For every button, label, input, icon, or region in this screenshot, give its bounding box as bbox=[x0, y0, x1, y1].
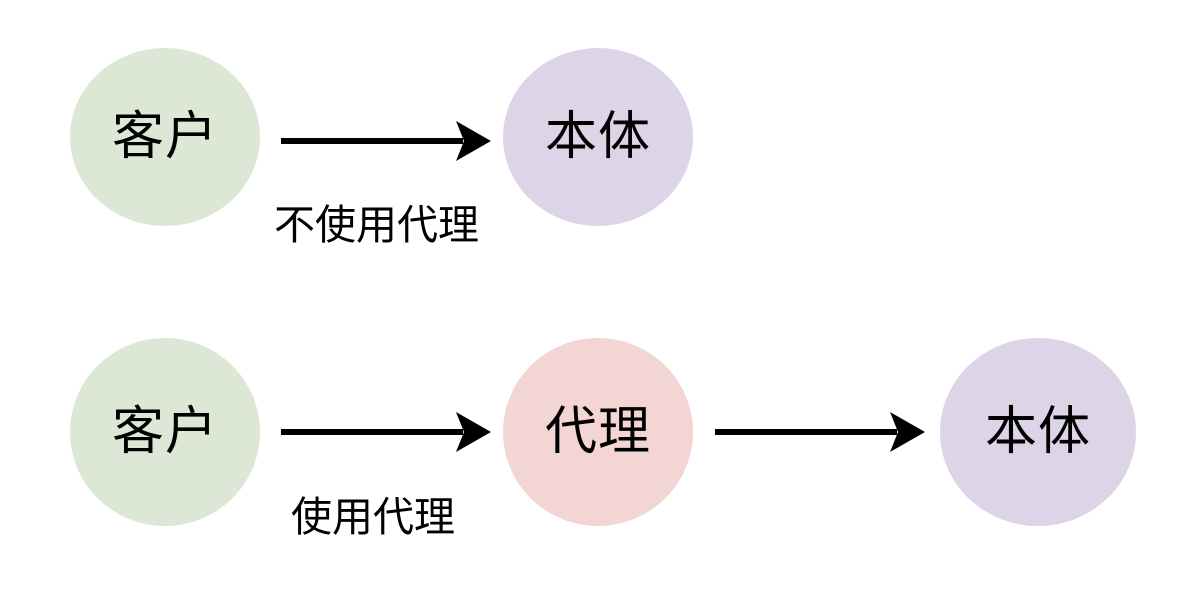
edge-proxy-to-subject bbox=[715, 409, 927, 455]
node-subject-no-proxy[interactable]: 本体 bbox=[503, 48, 693, 226]
edge-label-no-proxy: 不使用代理 bbox=[274, 202, 479, 248]
edge-client-to-subject bbox=[281, 118, 493, 164]
node-label: 本体 bbox=[984, 403, 1091, 461]
edge-label-use-proxy: 使用代理 bbox=[291, 494, 455, 540]
node-label: 代理 bbox=[544, 403, 651, 461]
edge-client-to-proxy bbox=[281, 409, 493, 455]
node-label: 本体 bbox=[544, 108, 651, 166]
arrow-right-icon bbox=[281, 412, 491, 452]
node-client-with-proxy[interactable]: 客户 bbox=[70, 338, 260, 526]
arrow-right-icon bbox=[715, 412, 925, 452]
node-client-no-proxy[interactable]: 客户 bbox=[70, 48, 260, 226]
node-label: 客户 bbox=[111, 403, 218, 461]
node-subject-with-proxy[interactable]: 本体 bbox=[940, 338, 1136, 526]
arrow-right-icon bbox=[281, 121, 491, 161]
node-proxy[interactable]: 代理 bbox=[503, 338, 693, 526]
node-label: 客户 bbox=[111, 108, 218, 166]
